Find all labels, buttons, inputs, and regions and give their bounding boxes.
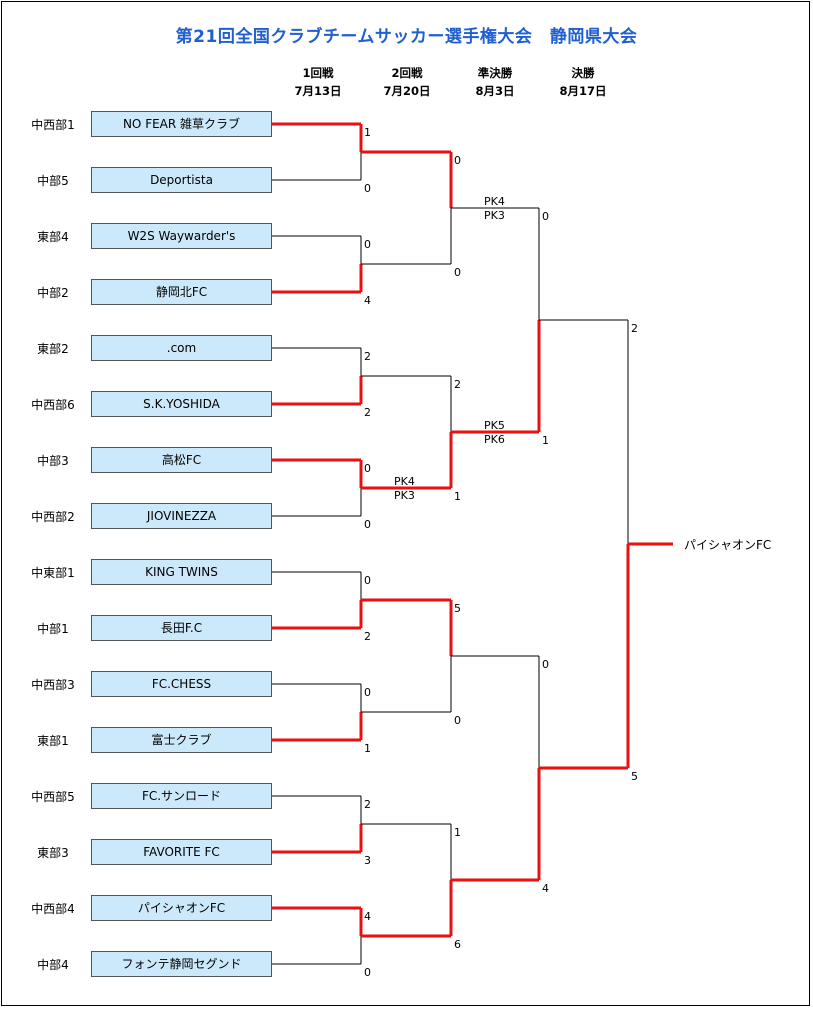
- final-score: 2: [631, 322, 638, 335]
- round2-score: 0: [454, 266, 461, 279]
- champion-label: パイシャオンFC: [684, 538, 772, 552]
- round1-score: 0: [364, 238, 371, 251]
- round1-score: 1: [364, 126, 371, 139]
- team-region: 中部2: [37, 286, 69, 300]
- round2-score: 0: [454, 714, 461, 727]
- round1-score: 2: [364, 798, 371, 811]
- round2-score: 6: [454, 938, 461, 951]
- team-name-box: KING TWINS: [91, 559, 272, 585]
- round2-pk-label: PK3: [484, 209, 505, 222]
- round2-pk-label: PK4: [484, 195, 505, 208]
- round-header-1: 1回戦 7月13日: [283, 64, 353, 100]
- round2-score: 1: [454, 826, 461, 839]
- round2-pk-label: PK6: [484, 433, 505, 446]
- team-name-box: パイシャオンFC: [91, 895, 272, 921]
- round-date: 7月13日: [294, 84, 342, 98]
- round1-score: 1: [364, 742, 371, 755]
- round-date: 8月17日: [559, 84, 607, 98]
- round2-score: 1: [454, 490, 461, 503]
- semifinal-score: 4: [542, 882, 549, 895]
- round-date: 7月20日: [383, 84, 431, 98]
- team-name-box: NO FEAR 雑草クラブ: [91, 111, 272, 137]
- team-name-box: .com: [91, 335, 272, 361]
- team-name-box: FC.CHESS: [91, 671, 272, 697]
- page-title: 第21回全国クラブチームサッカー選手権大会 静岡県大会: [175, 27, 638, 47]
- team-name-box: フォンテ静岡セグンド: [91, 951, 272, 977]
- team-name-box: FAVORITE FC: [91, 839, 272, 865]
- round1-score: 0: [364, 966, 371, 979]
- round1-pk-label: PK4: [394, 475, 415, 488]
- team-name-box: W2S Waywarder's: [91, 223, 272, 249]
- team-region: 中西部4: [31, 902, 75, 916]
- team-name-box: 富士クラブ: [91, 727, 272, 753]
- round2-score: 2: [454, 378, 461, 391]
- team-name-box: 静岡北FC: [91, 279, 272, 305]
- round-date: 8月3日: [475, 84, 515, 98]
- team-region: 中西部1: [31, 118, 75, 132]
- team-name-box: 長田F.C: [91, 615, 272, 641]
- round1-score: 2: [364, 406, 371, 419]
- round1-score: 3: [364, 854, 371, 867]
- round1-score: 0: [364, 518, 371, 531]
- round-header-2: 2回戦 7月20日: [372, 64, 442, 100]
- team-region: 東部4: [37, 230, 69, 244]
- team-region: 中部1: [37, 622, 69, 636]
- team-name-box: FC.サンロード: [91, 783, 272, 809]
- round-header-4: 決勝 8月17日: [548, 64, 618, 100]
- team-region: 中部5: [37, 174, 69, 188]
- round-name: 準決勝: [477, 66, 513, 80]
- semifinal-score: 0: [542, 210, 549, 223]
- round1-score: 4: [364, 294, 371, 307]
- round1-score: 0: [364, 574, 371, 587]
- final-score: 5: [631, 770, 638, 783]
- round1-score: 0: [364, 686, 371, 699]
- team-region: 東部3: [37, 846, 69, 860]
- semifinal-score: 1: [542, 434, 549, 447]
- round1-score: 4: [364, 910, 371, 923]
- team-region: 中部4: [37, 958, 69, 972]
- team-region: 中西部5: [31, 790, 75, 804]
- round-name: 決勝: [571, 66, 595, 80]
- round-name: 1回戦: [302, 66, 334, 80]
- team-region: 東部1: [37, 734, 69, 748]
- round1-score: 0: [364, 182, 371, 195]
- semifinal-score: 0: [542, 658, 549, 671]
- round2-score: 0: [454, 154, 461, 167]
- team-name-box: Deportista: [91, 167, 272, 193]
- round-header-3: 準決勝 8月3日: [460, 64, 530, 100]
- round1-pk-label: PK3: [394, 489, 415, 502]
- round1-score: 0: [364, 462, 371, 475]
- team-region: 中西部6: [31, 398, 75, 412]
- team-name-box: JIOVINEZZA: [91, 503, 272, 529]
- round2-pk-label: PK5: [484, 419, 505, 432]
- team-name-box: S.K.YOSHIDA: [91, 391, 272, 417]
- round1-score: 2: [364, 350, 371, 363]
- round1-score: 2: [364, 630, 371, 643]
- team-name-box: 高松FC: [91, 447, 272, 473]
- round2-score: 5: [454, 602, 461, 615]
- team-region: 中東部1: [31, 566, 75, 580]
- team-region: 中西部3: [31, 678, 75, 692]
- round-name: 2回戦: [391, 66, 423, 80]
- team-region: 中部3: [37, 454, 69, 468]
- team-region: 東部2: [37, 342, 69, 356]
- team-region: 中西部2: [31, 510, 75, 524]
